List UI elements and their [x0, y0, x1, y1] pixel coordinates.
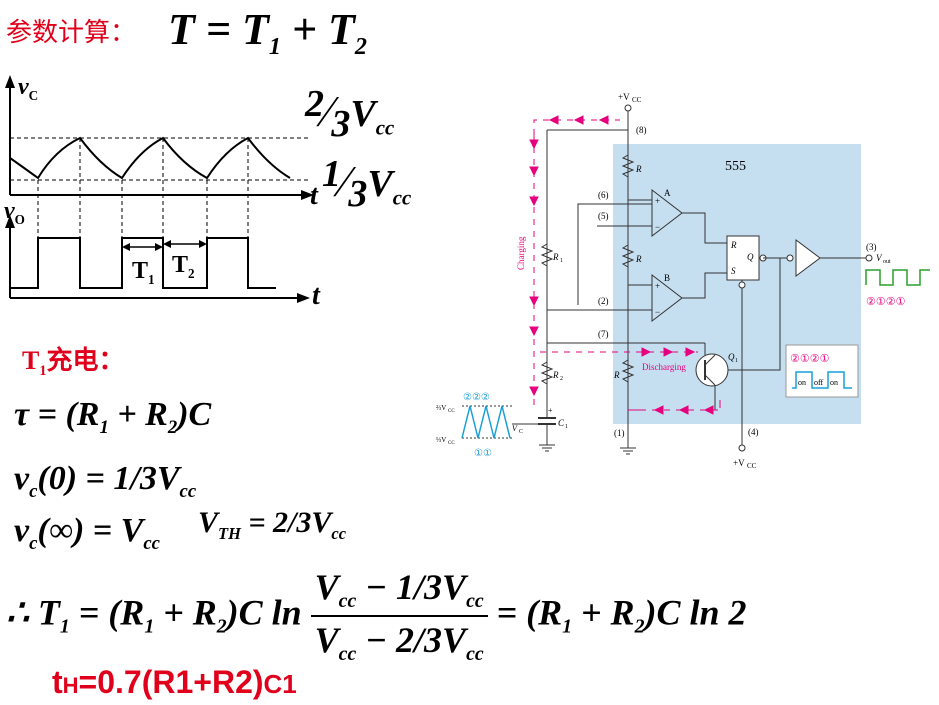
th-result: tH=0.7(R1+R2)C1: [52, 664, 297, 700]
svg-text:R: R: [635, 254, 642, 264]
vo-axis-label: vO: [4, 198, 25, 227]
svg-text:CC: CC: [632, 96, 642, 104]
vo-x-arrow: [297, 293, 310, 303]
svg-text:R: R: [635, 164, 642, 174]
svg-text:on: on: [798, 378, 806, 387]
svg-text:(5): (5): [598, 211, 609, 221]
svg-text:(6): (6): [598, 190, 609, 200]
svg-text:C: C: [558, 418, 565, 428]
section-heading: T1充电：: [22, 346, 125, 380]
svg-text:off: off: [814, 378, 824, 387]
title-formula: T = T1 + T2: [168, 5, 367, 60]
svg-text:R: R: [552, 252, 559, 262]
vc-y-arrow: [5, 75, 15, 88]
svg-text:−: −: [655, 307, 660, 317]
svg-text:A: A: [664, 188, 671, 198]
svg-text:(4): (4): [748, 427, 759, 437]
vc-axis-label: vC: [18, 74, 39, 103]
svg-text:Q: Q: [747, 252, 754, 262]
svg-text:1: 1: [735, 358, 738, 364]
vo-square-wave: [10, 237, 276, 289]
svg-text:(2): (2): [598, 296, 609, 306]
svg-text:⅔V: ⅔V: [436, 404, 446, 412]
svg-text:+: +: [655, 196, 660, 206]
svg-text:C: C: [519, 429, 523, 435]
svg-text:CC: CC: [448, 409, 455, 414]
svg-text:V: V: [876, 253, 883, 263]
vc0-equation: vc(0) = 1/3Vcc: [14, 460, 197, 502]
svg-text:R: R: [613, 370, 620, 380]
svg-text:⅓V: ⅓V: [436, 436, 446, 444]
svg-text:B: B: [664, 273, 670, 283]
waveform-diagram: [5, 75, 314, 303]
svg-text:CC: CC: [448, 441, 455, 446]
svg-text:+: +: [548, 406, 553, 415]
lower-level-label: 1⁄3Vcc: [322, 153, 412, 215]
vo-t-label: t: [312, 280, 320, 311]
upper-level-label: 2⁄3Vcc: [305, 83, 395, 145]
svg-text:(7): (7): [598, 329, 609, 339]
charging-path: [529, 115, 721, 415]
svg-text:on: on: [830, 378, 838, 387]
svg-text:+: +: [655, 281, 660, 291]
svg-text:+V: +V: [618, 92, 630, 102]
svg-text:out: out: [883, 259, 891, 265]
vth-equation: VTH = 2/3Vcc: [198, 506, 347, 543]
discharging-label: Discharging: [642, 362, 686, 372]
svg-text:2: 2: [560, 376, 563, 382]
t1-label: T1: [132, 258, 155, 287]
svg-text:Q: Q: [728, 352, 735, 362]
vc-x-arrow: [301, 190, 314, 200]
out-square-wave: [865, 269, 930, 286]
svg-text:R: R: [730, 240, 737, 250]
cap-marks-top: ②②②: [463, 392, 490, 403]
svg-text:1: 1: [565, 424, 568, 430]
tau-equation: τ = (R1 + R2)C: [14, 396, 212, 438]
vc-t-label: t: [310, 180, 318, 211]
vo-y-arrow: [5, 215, 15, 228]
t2-label: T2: [172, 252, 195, 281]
svg-text:(8): (8): [636, 125, 647, 135]
vcinf-equation: vc(∞) = Vcc: [14, 512, 160, 554]
state-marks: ②①②①: [790, 353, 830, 365]
svg-text:+V: +V: [733, 458, 745, 468]
svg-text:(1): (1): [614, 428, 625, 438]
vc-curve: [9, 136, 291, 180]
svg-text:R: R: [552, 370, 559, 380]
svg-text:S: S: [731, 266, 736, 276]
charging-label: Charging: [516, 236, 526, 270]
svg-text:555: 555: [725, 159, 746, 174]
svg-text:CC: CC: [747, 462, 757, 470]
cap-marks-bottom: ①①: [474, 448, 492, 459]
svg-text:V: V: [512, 424, 518, 433]
title-label: 参数计算：: [6, 18, 137, 48]
cap-sawtooth: [461, 405, 511, 439]
svg-text:(3): (3): [866, 242, 877, 252]
svg-text:−: −: [655, 222, 660, 232]
svg-text:1: 1: [560, 258, 563, 264]
out-marks: ②①②①: [866, 296, 906, 308]
